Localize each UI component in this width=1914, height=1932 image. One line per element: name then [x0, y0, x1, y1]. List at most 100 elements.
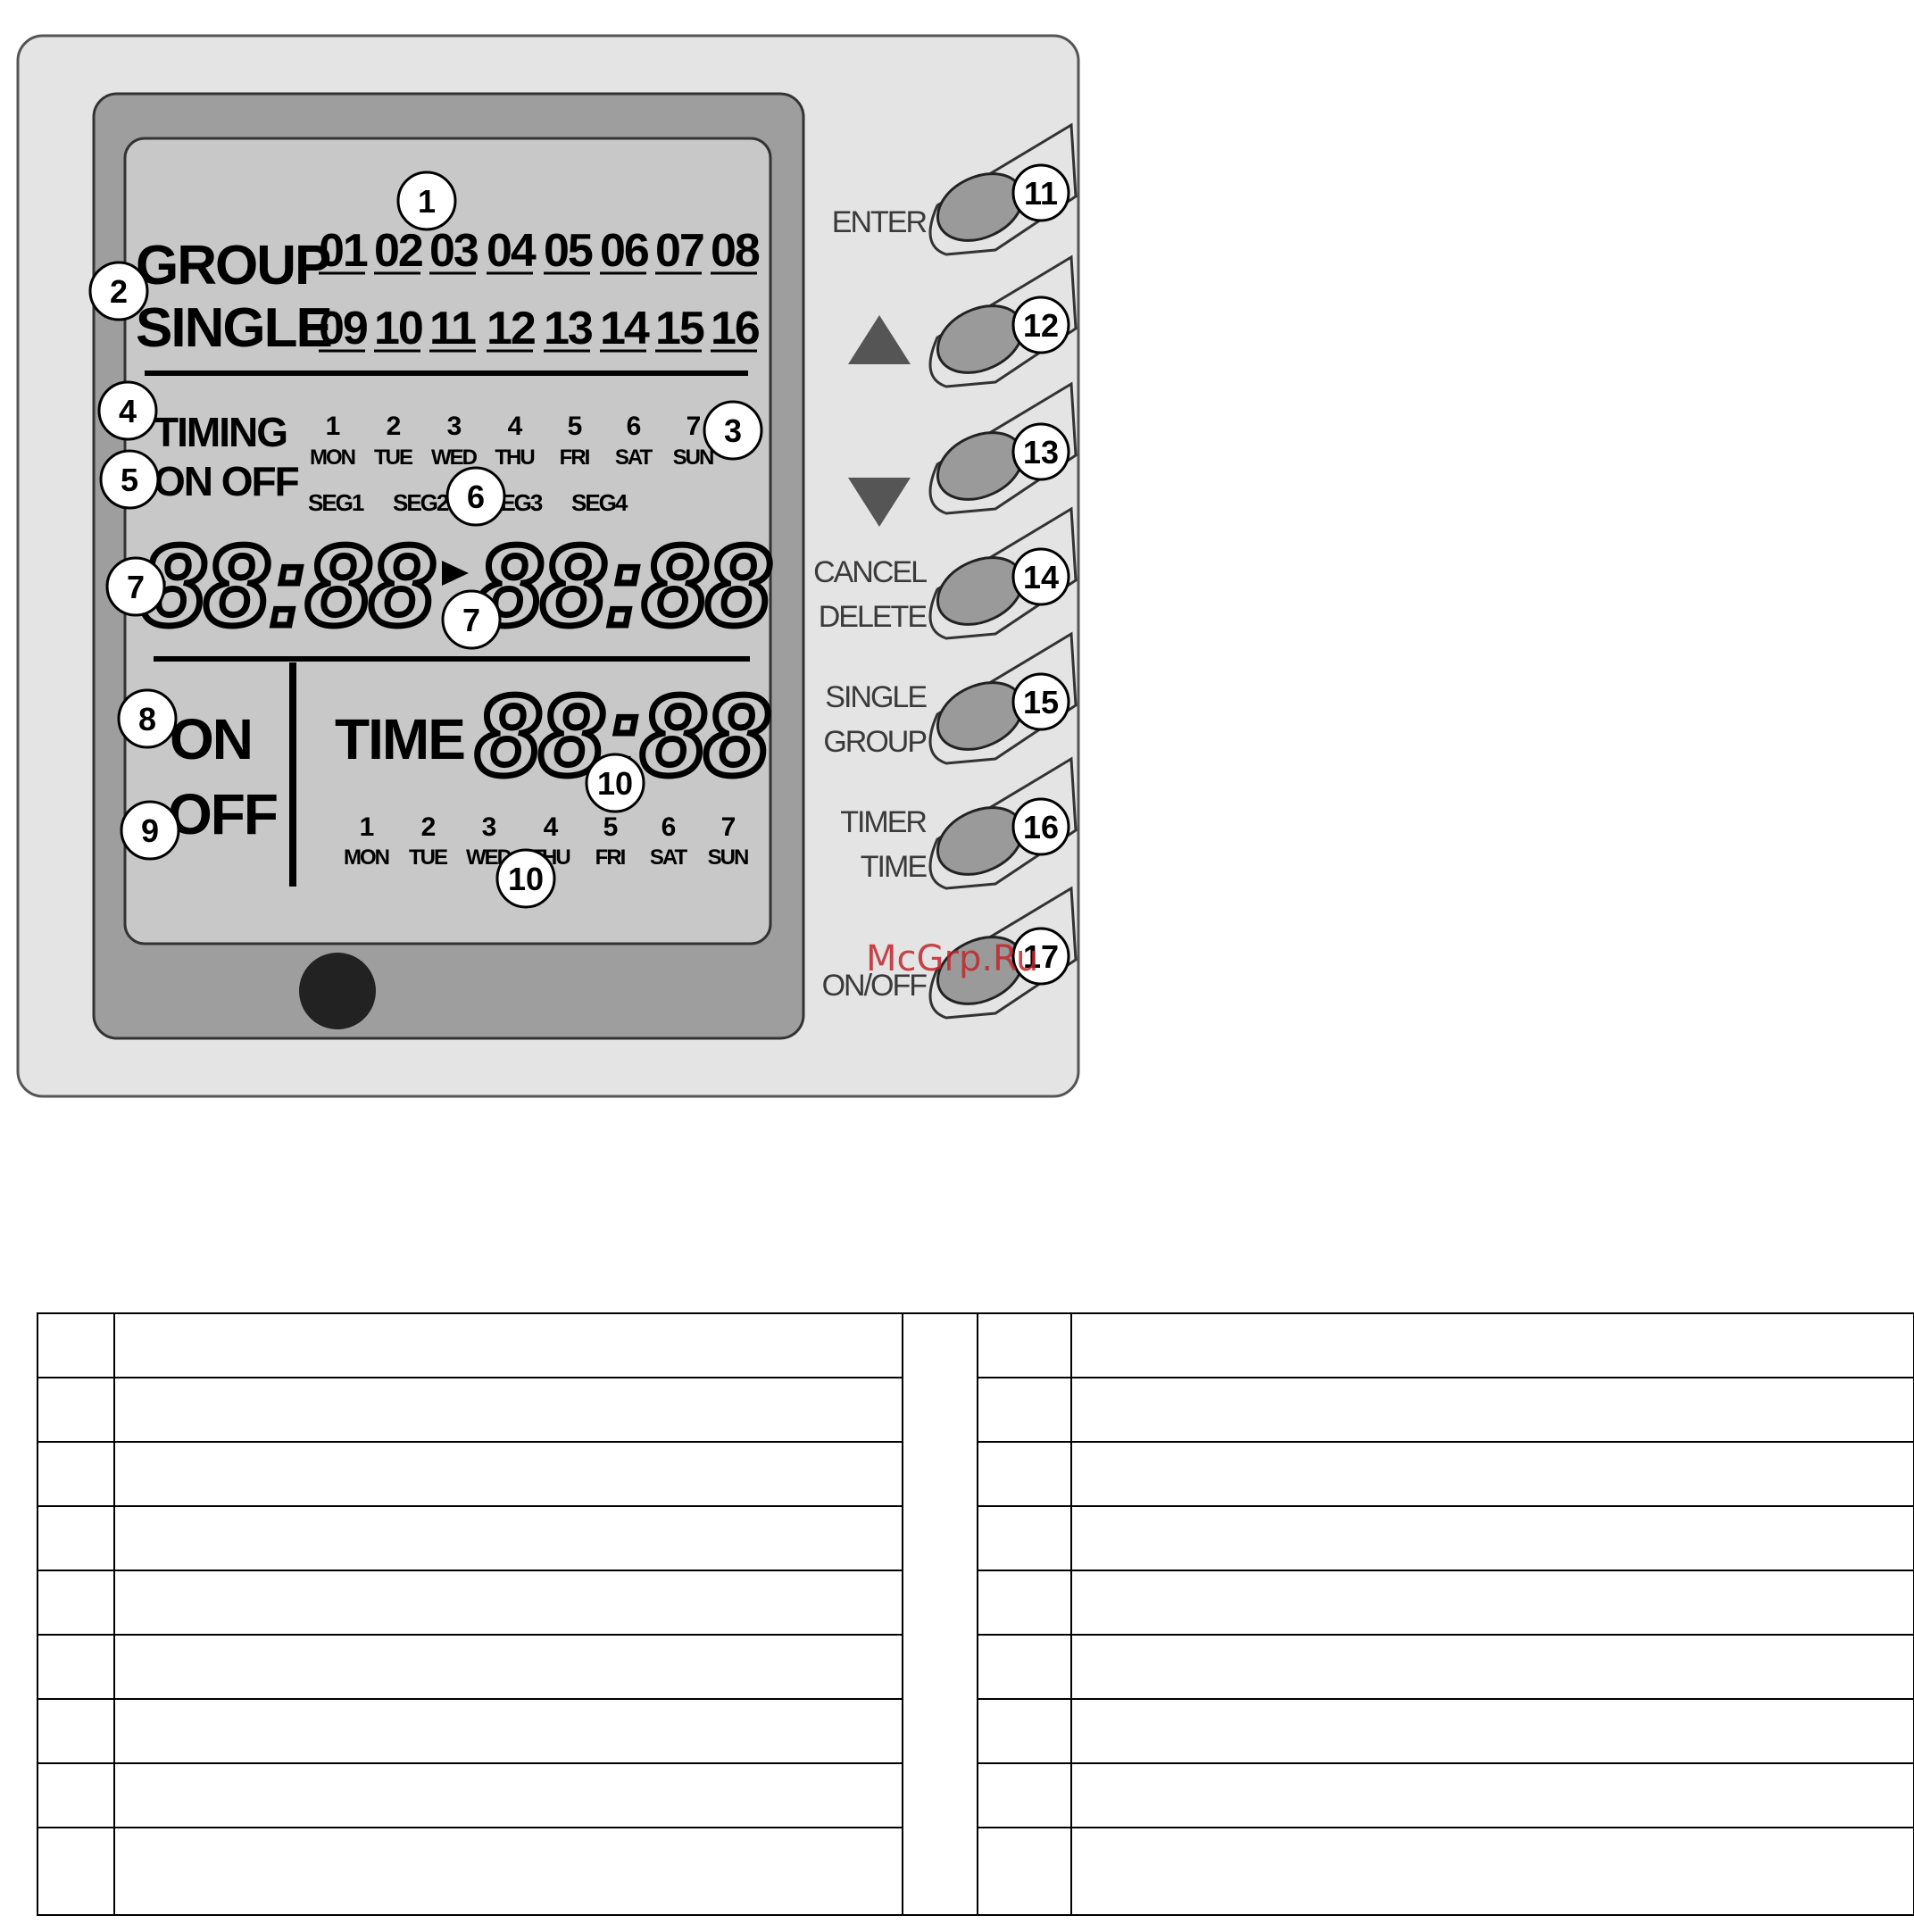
up-triangle-icon: [848, 315, 911, 364]
single-label: SINGLE: [136, 297, 331, 359]
button-label: SINGLE: [825, 680, 927, 714]
weekday-number: 1: [360, 812, 374, 842]
legend-row: [37, 1570, 1914, 1636]
controller-button[interactable]: ENTER 11: [832, 122, 1078, 256]
callout-number: 1: [418, 183, 436, 220]
weekday-number: 6: [662, 812, 676, 842]
group-label: GROUP: [136, 235, 330, 296]
weekday-number: 5: [603, 812, 618, 842]
callout-marker: 13: [1011, 422, 1070, 481]
callout-marker: 7: [105, 556, 166, 617]
group-number: 12: [487, 303, 535, 354]
weekday-number: 4: [544, 812, 559, 842]
legend-cell: [37, 1312, 115, 1378]
callout-marker: 12: [1011, 296, 1070, 354]
on-label: ON: [170, 707, 252, 771]
button-label: ENTER: [832, 205, 927, 239]
weekday-number: 3: [447, 412, 462, 441]
callout-marker: 10: [495, 848, 556, 909]
legend-cell: [1069, 1827, 1914, 1916]
callout-marker: 8: [117, 688, 178, 749]
legend-row: [37, 1312, 1914, 1916]
group-number: 02: [374, 225, 422, 277]
callout-number: 10: [508, 861, 544, 897]
callout-number: 9: [141, 812, 159, 849]
legend-row: [37, 1441, 1914, 1507]
group-number: 03: [429, 225, 478, 277]
callout-marker: 11: [1011, 163, 1070, 222]
legend-cell: [977, 1570, 1072, 1636]
legend-cell: [37, 1441, 115, 1507]
timing-label: TIMING: [154, 409, 287, 455]
timer-end-digits: 88:88: [478, 522, 770, 650]
weekday-name: MON: [310, 446, 355, 470]
weekday-name: SAT: [650, 845, 688, 870]
legend-gap-cell: [902, 1312, 978, 1916]
group-number: 01: [319, 225, 368, 277]
weekday-number: 4: [508, 412, 523, 441]
legend-row: [37, 1634, 1914, 1700]
group-number: 09: [319, 303, 367, 354]
button-label: TIME: [861, 850, 928, 884]
button-label: ON/OFF: [822, 969, 928, 1003]
weekday-name: TUE: [409, 845, 448, 870]
weekday-name: FRI: [595, 845, 626, 870]
group-number: 15: [655, 303, 704, 354]
weekday-name: WED: [431, 446, 478, 470]
legend-cell: [112, 1570, 904, 1636]
legend-table: [37, 1312, 1914, 1916]
timer-start-digits: 88:88: [141, 522, 433, 650]
button-label: GROUP: [823, 725, 926, 759]
button-label: CANCEL: [813, 555, 927, 589]
group-number: 10: [374, 303, 422, 354]
controller-button[interactable]: SINGLE GROUP 15: [823, 631, 1078, 765]
legend-cell: [37, 1634, 115, 1700]
callout-number: 11: [1024, 175, 1058, 212]
legend-cell: [37, 1698, 115, 1764]
legend-cell: [1069, 1377, 1914, 1443]
callout-marker: 3: [703, 400, 763, 461]
group-number: 14: [600, 303, 650, 354]
segment-label: SEG4: [571, 489, 628, 516]
legend-cell: [37, 1827, 115, 1916]
callout-number: 7: [127, 569, 145, 605]
legend-cell: [112, 1441, 904, 1507]
controller-button[interactable]: 12: [848, 254, 1078, 388]
weekday-name: SUN: [673, 446, 713, 470]
legend-cell: [112, 1634, 904, 1700]
callout-marker: 5: [99, 449, 160, 510]
button-label: TIMER: [840, 805, 926, 839]
callout-number: 14: [1023, 559, 1059, 595]
group-number: 06: [600, 225, 649, 277]
group-number: 13: [544, 303, 593, 354]
group-number: 07: [655, 225, 703, 277]
legend-cell: [37, 1377, 115, 1443]
group-number: 11: [429, 303, 476, 354]
controller-button[interactable]: 13: [848, 381, 1078, 527]
legend-cell: [112, 1827, 904, 1916]
callout-marker: 2: [88, 261, 149, 321]
legend-row: [37, 1827, 1914, 1916]
weekday-name: FRI: [560, 446, 590, 470]
callout-marker: 9: [120, 800, 180, 861]
callout-number: 3: [724, 412, 742, 449]
callout-marker: 7: [441, 589, 502, 650]
legend-cell: [1069, 1505, 1914, 1571]
weekday-number: 7: [721, 812, 736, 842]
weekday-number: 2: [421, 812, 436, 842]
legend-cell: [977, 1827, 1072, 1916]
legend-cell: [1069, 1698, 1914, 1764]
callout-marker: 15: [1011, 672, 1070, 731]
legend-cell: [112, 1377, 904, 1443]
infrared-sensor: [299, 953, 376, 1029]
weekday-number: 2: [387, 412, 401, 441]
legend-cell: [112, 1762, 904, 1828]
segment-label: SEG2: [393, 489, 449, 516]
callout-number: 7: [462, 602, 480, 638]
